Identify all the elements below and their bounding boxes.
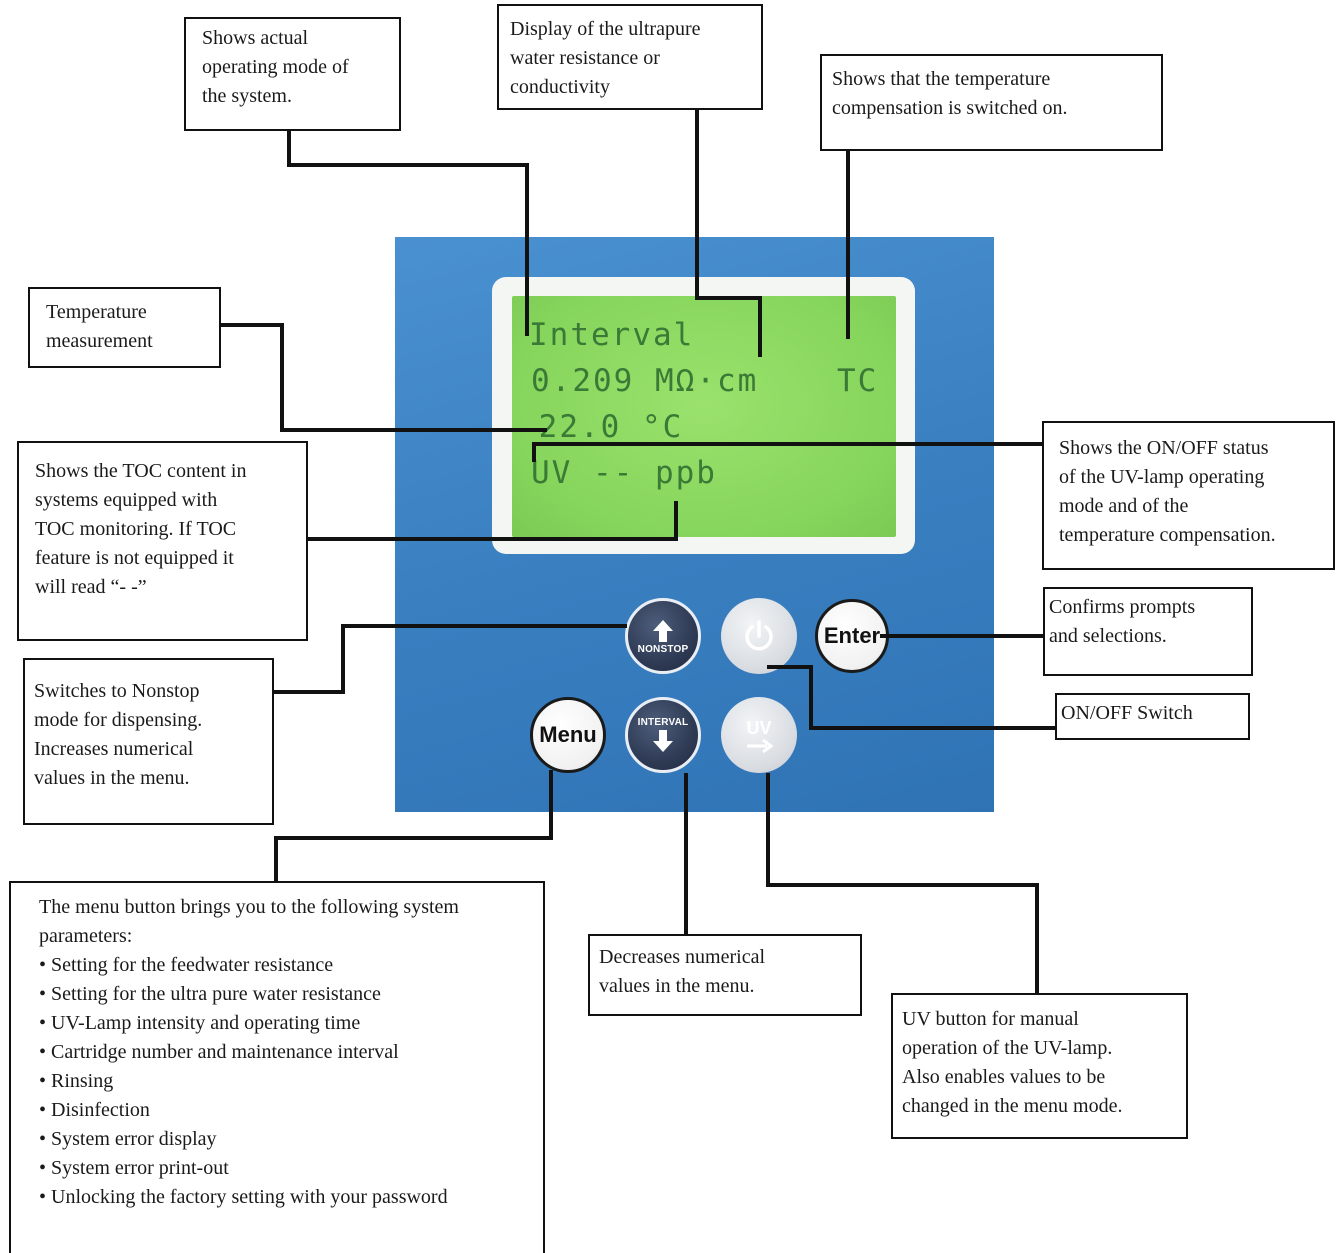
callout-interval: Decreases numerical values in the menu.: [588, 934, 862, 1016]
callout-line: Shows that the temperature: [832, 68, 1051, 90]
list-item: • Setting for the ultra pure water resis…: [39, 983, 381, 1005]
nonstop-label: NONSTOP: [637, 643, 689, 655]
arrow-right-icon: [747, 738, 773, 753]
callout-uv-button: UV button for manual operation of the UV…: [891, 993, 1188, 1139]
callout-line: Shows the TOC content in: [35, 460, 247, 482]
callout-line: operating mode of: [202, 56, 349, 78]
uv-label: UV: [746, 717, 772, 738]
power-icon: [745, 620, 773, 651]
callout-temp-comp: Shows that the temperature compensation …: [820, 54, 1163, 151]
callout-line: feature is not equipped it: [35, 547, 234, 569]
callout-line: water resistance or: [510, 47, 660, 69]
callout-line: changed in the menu mode.: [902, 1095, 1123, 1117]
interval-label: INTERVAL: [637, 716, 689, 728]
callout-line: parameters:: [39, 925, 133, 947]
list-item: • Unlocking the factory setting with you…: [39, 1186, 448, 1208]
list-item: • UV-Lamp intensity and operating time: [39, 1012, 361, 1034]
menu-parameter-list: • Setting for the feedwater resistance •…: [39, 951, 543, 1212]
callout-on-off: ON/OFF Switch: [1055, 693, 1250, 740]
callout-line: values in the menu.: [34, 767, 190, 789]
callout-line: systems equipped with: [35, 489, 218, 511]
callout-line: conductivity: [510, 76, 610, 98]
arrow-down-icon: [653, 729, 673, 752]
callout-resistance: Display of the ultrapure water resistanc…: [497, 4, 763, 110]
callout-line: temperature compensation.: [1059, 524, 1276, 546]
callout-line: Switches to Nonstop: [34, 680, 200, 702]
callout-line: mode for dispensing.: [34, 709, 203, 731]
callout-line: measurement: [46, 330, 153, 352]
callout-line: TOC monitoring. If TOC: [35, 518, 237, 540]
callout-menu: The menu button brings you to the follow…: [9, 881, 545, 1253]
lcd-line-mode: Interval: [529, 317, 695, 353]
callout-line: Confirms prompts: [1049, 596, 1196, 618]
list-item: • Setting for the feedwater resistance: [39, 954, 334, 976]
callout-line: and selections.: [1049, 625, 1167, 647]
callout-line: Shows the ON/OFF status: [1059, 437, 1269, 459]
uv-button[interactable]: UV: [721, 697, 797, 773]
callout-line: mode and of the: [1059, 495, 1189, 517]
callout-enter: Confirms prompts and selections.: [1043, 587, 1253, 676]
interval-button[interactable]: INTERVAL: [625, 697, 701, 773]
callout-line: UV button for manual: [902, 1008, 1079, 1030]
lcd-line-resistance: 0.209 MΩ·cm: [531, 363, 759, 399]
callout-line: Display of the ultrapure: [510, 18, 701, 40]
callout-line: the system.: [202, 85, 292, 107]
lcd-line-temperature: 22.0 °C: [518, 409, 684, 445]
callout-line: values in the menu.: [599, 975, 755, 997]
list-item: • System error display: [39, 1128, 217, 1150]
lcd-line-toc: UV -- ppb: [531, 455, 717, 491]
callout-nonstop: Switches to Nonstop mode for dispensing.…: [23, 658, 274, 825]
callout-uv-status: Shows the ON/OFF status of the UV-lamp o…: [1042, 421, 1335, 570]
callout-line: Temperature: [46, 301, 147, 323]
callout-line: Shows actual: [202, 27, 309, 49]
enter-label: Enter: [823, 623, 881, 648]
arrow-up-icon: [653, 619, 673, 642]
list-item: • System error print-out: [39, 1157, 229, 1179]
on-off-button[interactable]: [721, 598, 797, 674]
callout-line: ON/OFF Switch: [1061, 702, 1193, 724]
callout-line: compensation is switched on.: [832, 97, 1068, 119]
callout-line: The menu button brings you to the follow…: [39, 896, 459, 918]
callout-line: Also enables values to be: [902, 1066, 1106, 1088]
nonstop-button[interactable]: NONSTOP: [625, 598, 701, 674]
list-item: • Rinsing: [39, 1070, 114, 1092]
callout-temperature: Temperature measurement: [28, 287, 221, 368]
callout-operating-mode: Shows actual operating mode of the syste…: [184, 17, 401, 131]
callout-line: Decreases numerical: [599, 946, 766, 968]
list-item: • Disinfection: [39, 1099, 150, 1121]
callout-line: Increases numerical: [34, 738, 194, 760]
callout-line: of the UV-lamp operating: [1059, 466, 1265, 488]
callout-line: will read “- -”: [35, 576, 147, 598]
callout-line: operation of the UV-lamp.: [902, 1037, 1113, 1059]
list-item: • Cartridge number and maintenance inter…: [39, 1041, 399, 1063]
menu-label: Menu: [539, 722, 597, 747]
menu-button[interactable]: Menu: [530, 697, 606, 773]
lcd-tc-indicator: TC: [837, 363, 879, 399]
callout-toc: Shows the TOC content in systems equippe…: [17, 441, 308, 641]
enter-button[interactable]: Enter: [815, 599, 889, 673]
